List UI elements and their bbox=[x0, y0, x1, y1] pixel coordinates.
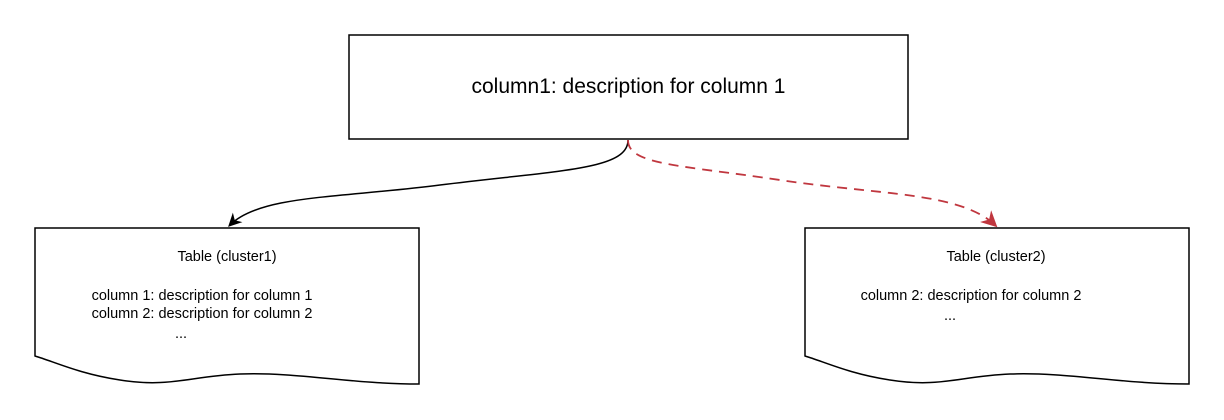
document-title: Table (cluster2) bbox=[946, 249, 1045, 265]
document-line: ... bbox=[175, 326, 187, 342]
document-title: Table (cluster1) bbox=[177, 249, 276, 265]
document-line: ... bbox=[944, 308, 956, 324]
source-box-label: column1: description for column 1 bbox=[472, 75, 786, 98]
document-line: column 2: description for column 2 bbox=[861, 288, 1082, 304]
connector-dashed-to-cluster2[interactable] bbox=[627, 139, 998, 228]
connector-solid-to-cluster1[interactable] bbox=[228, 139, 629, 227]
source-box[interactable]: column1: description for column 1 bbox=[348, 34, 909, 140]
document-cluster1[interactable]: Table (cluster1) column 1: description f… bbox=[34, 227, 420, 385]
document-cluster2[interactable]: Table (cluster2) column 2: description f… bbox=[804, 227, 1190, 385]
document-line: column 1: description for column 1 bbox=[92, 288, 313, 304]
document-line: column 2: description for column 2 bbox=[92, 306, 313, 322]
